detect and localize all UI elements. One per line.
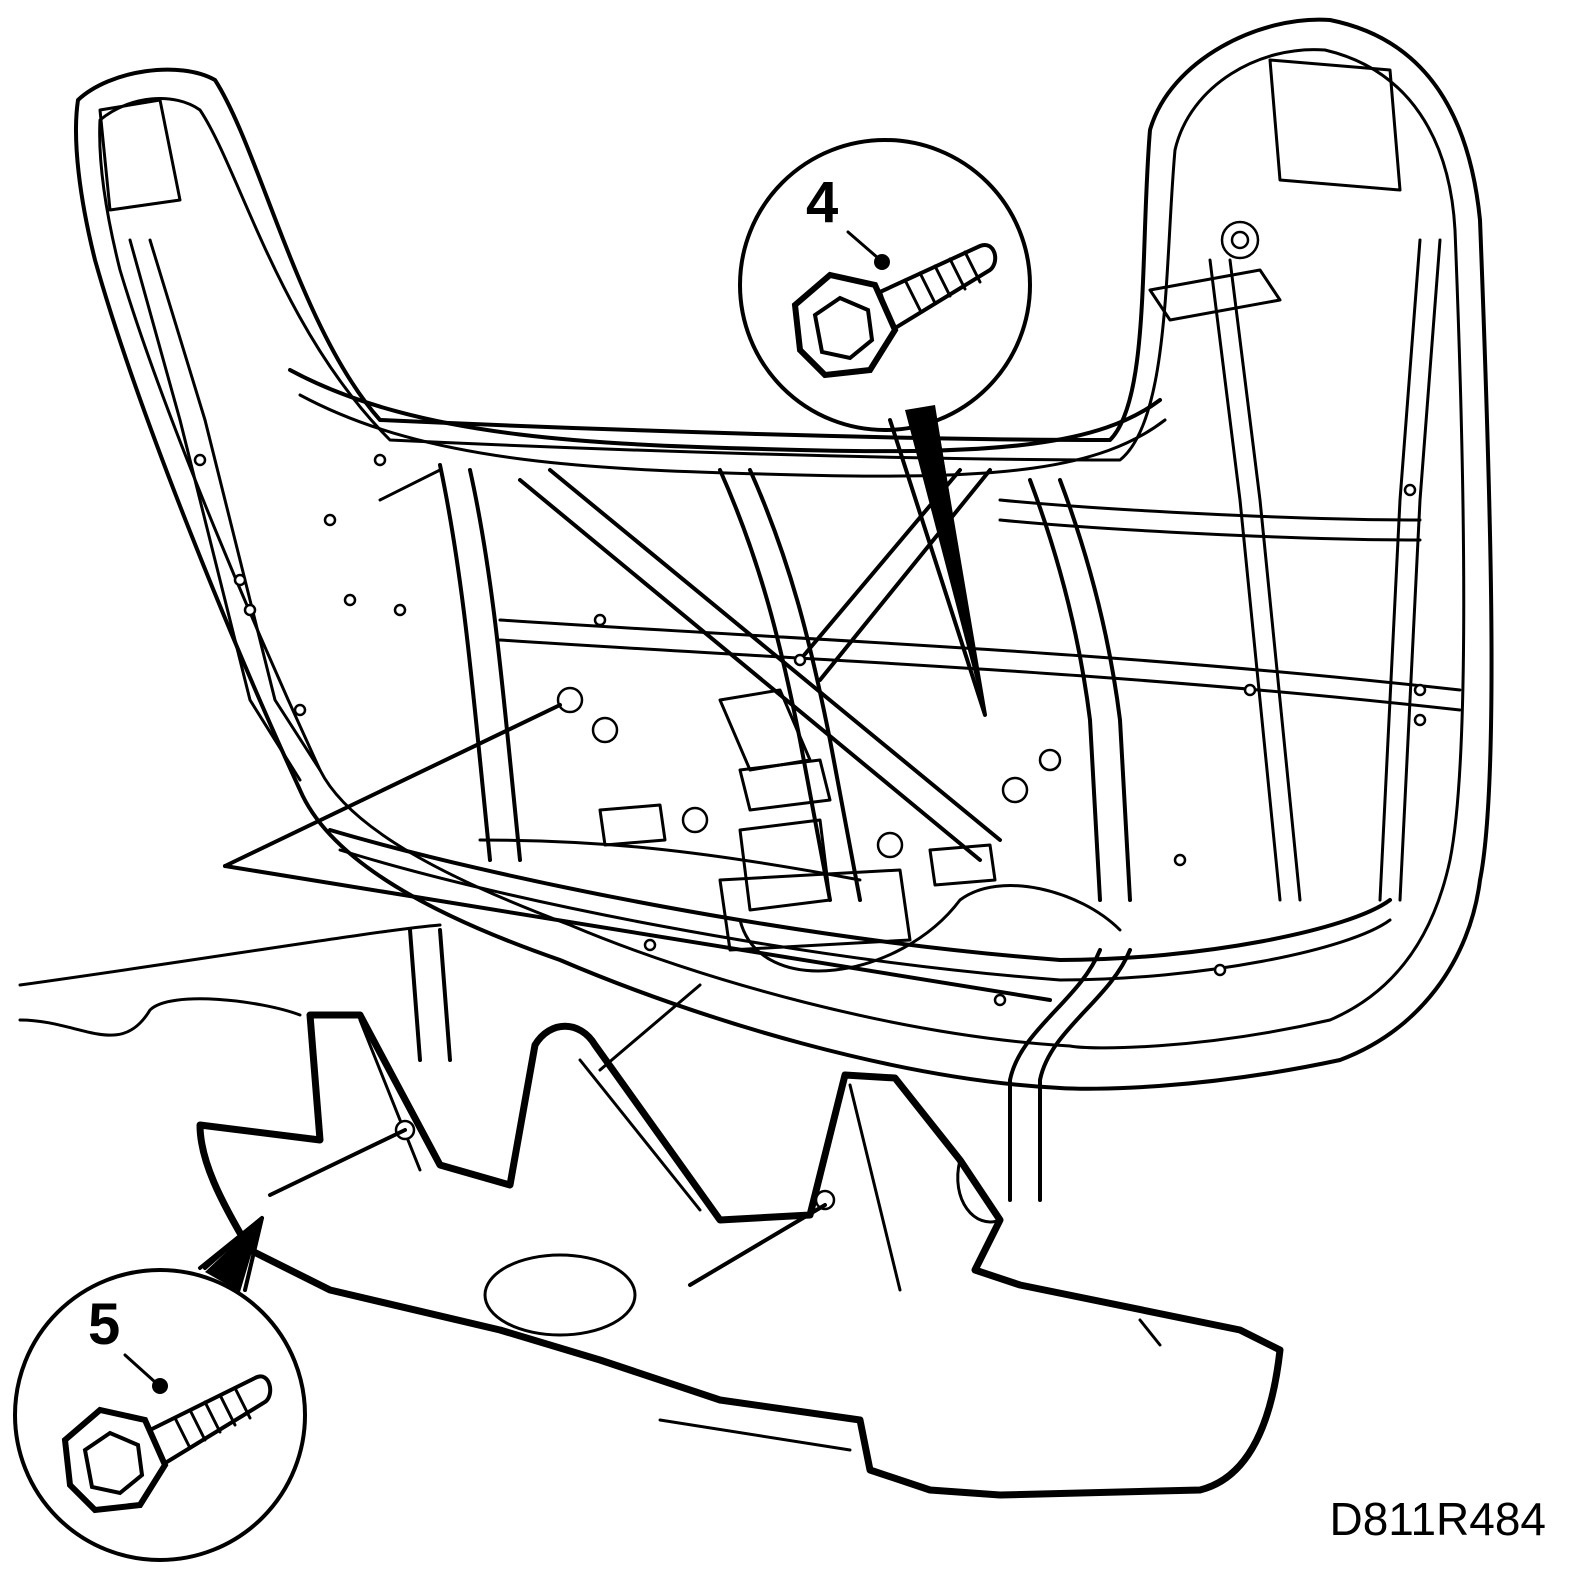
bolt-icon — [791, 243, 998, 379]
callout-4-pointer — [905, 405, 985, 715]
callout-4: 4 — [738, 138, 1032, 717]
reference-code: D811R484 — [1329, 1493, 1546, 1545]
motor-assembly — [478, 686, 1122, 973]
callout-4-number: 4 — [806, 170, 838, 235]
callout-5-number: 5 — [88, 1292, 120, 1357]
backrest-frame — [18, 17, 1494, 1202]
lower-cover-panel — [196, 983, 1284, 1499]
callout-5: 5 — [13, 1216, 307, 1562]
bolt-icon — [61, 1374, 273, 1514]
frame-holes — [193, 453, 1427, 1007]
callout-5-pointer — [205, 1218, 262, 1292]
